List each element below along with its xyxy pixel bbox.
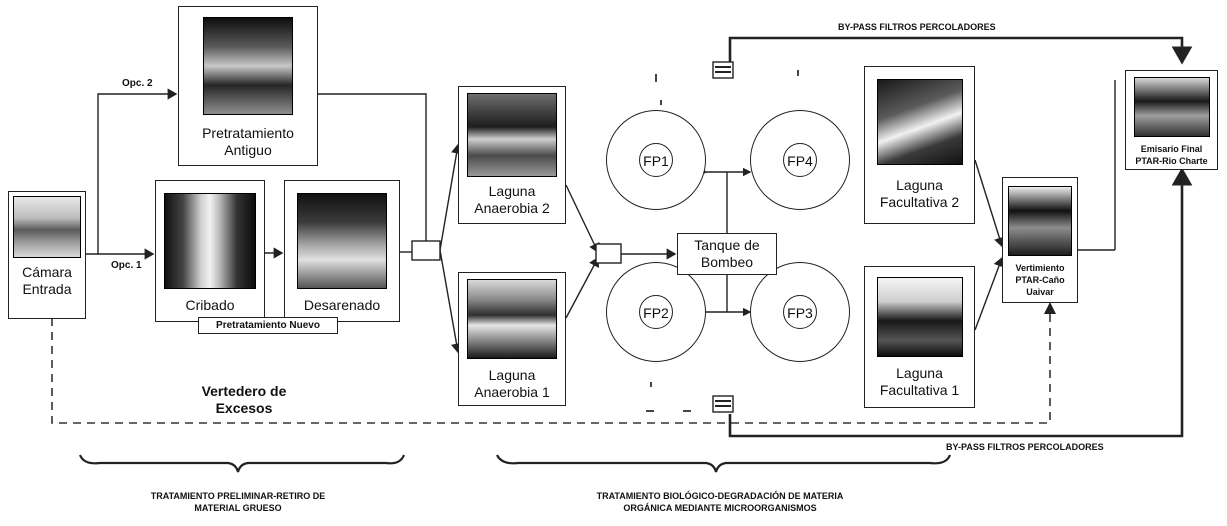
emisario-label: Emisario Final PTAR-Rio Charte [1126, 143, 1217, 167]
emisario-photo [1134, 77, 1210, 137]
fp3-circle: FP3 [750, 262, 850, 362]
vertimiento-photo [1008, 186, 1072, 256]
laguna-facultativa-1-box: Laguna Facultativa 1 [864, 266, 975, 408]
bypass-top-label: BY-PASS FILTROS PERCOLADORES [838, 22, 996, 32]
cribado-box: Cribado [155, 180, 265, 322]
emisario-box: Emisario Final PTAR-Rio Charte [1125, 70, 1218, 170]
cribado-label: Cribado [156, 297, 264, 314]
pretratamiento-nuevo-tag: Pretratamiento Nuevo [198, 317, 338, 334]
vertimiento-label: Vertimiento PTAR-Caño Uaivar [1003, 262, 1077, 298]
laguna-facultativa-2-label: Laguna Facultativa 2 [865, 177, 974, 211]
laguna-facultativa-2-photo [877, 79, 963, 165]
laguna-anaerobia-1-photo [467, 279, 557, 359]
junction-box-1 [412, 241, 440, 260]
opc1-label: Opc. 1 [111, 260, 142, 271]
fp4-label: FP4 [783, 143, 817, 177]
laguna-anaerobia-2-label: Laguna Anaerobia 2 [459, 183, 565, 217]
brace-biologico [497, 455, 950, 472]
laguna-anaerobia-1-box: Laguna Anaerobia 1 [458, 272, 566, 406]
laguna-facultativa-2-box: Laguna Facultativa 2 [864, 66, 975, 224]
fp3-label: FP3 [783, 295, 817, 329]
brace-preliminar [80, 455, 404, 472]
section-preliminar-label: TRATAMIENTO PRELIMINAR-RETIRO DE MATERIA… [108, 490, 368, 514]
fp2-circle: FP2 [606, 262, 706, 362]
laguna-anaerobia-2-box: Laguna Anaerobia 2 [458, 86, 566, 224]
fp4-circle: FP4 [750, 110, 850, 210]
fp1-circle: FP1 [606, 110, 706, 210]
opc2-label: Opc. 2 [122, 78, 153, 89]
tanque-bombeo-label: Tanque de Bombeo [678, 237, 776, 271]
camara-entrada-label: Cámara Entrada [9, 264, 85, 298]
bypass-valve-top [713, 62, 733, 78]
bypass-bottom-label: BY-PASS FILTROS PERCOLADORES [946, 442, 1104, 452]
laguna-facultativa-1-label: Laguna Facultativa 1 [865, 365, 974, 399]
desarenado-photo [297, 193, 387, 289]
tanque-bombeo-box: Tanque de Bombeo [677, 233, 777, 275]
bypass-valve-bottom [713, 396, 733, 412]
desarenado-box: Desarenado [284, 180, 400, 322]
camara-entrada-box: Cámara Entrada [8, 191, 86, 319]
laguna-anaerobia-2-photo [467, 93, 557, 177]
camara-entrada-photo [13, 196, 81, 258]
section-biologico-label: TRATAMIENTO BIOLÓGICO-DEGRADACIÓN DE MAT… [510, 490, 930, 514]
fp2-label: FP2 [639, 295, 673, 329]
desarenado-label: Desarenado [285, 297, 399, 314]
cribado-photo [164, 193, 256, 289]
fp1-label: FP1 [639, 143, 673, 177]
laguna-anaerobia-1-label: Laguna Anaerobia 1 [459, 367, 565, 401]
pretratamiento-antiguo-box: Pretratamiento Antiguo [178, 6, 318, 166]
pretratamiento-antiguo-label: Pretratamiento Antiguo [179, 125, 317, 159]
laguna-facultativa-1-photo [877, 277, 963, 357]
vertedero-label: Vertedero de Excesos [174, 383, 314, 417]
pretratamiento-antiguo-photo [203, 17, 293, 115]
junction-box-2 [596, 244, 621, 263]
vertimiento-box: Vertimiento PTAR-Caño Uaivar [1002, 177, 1078, 303]
